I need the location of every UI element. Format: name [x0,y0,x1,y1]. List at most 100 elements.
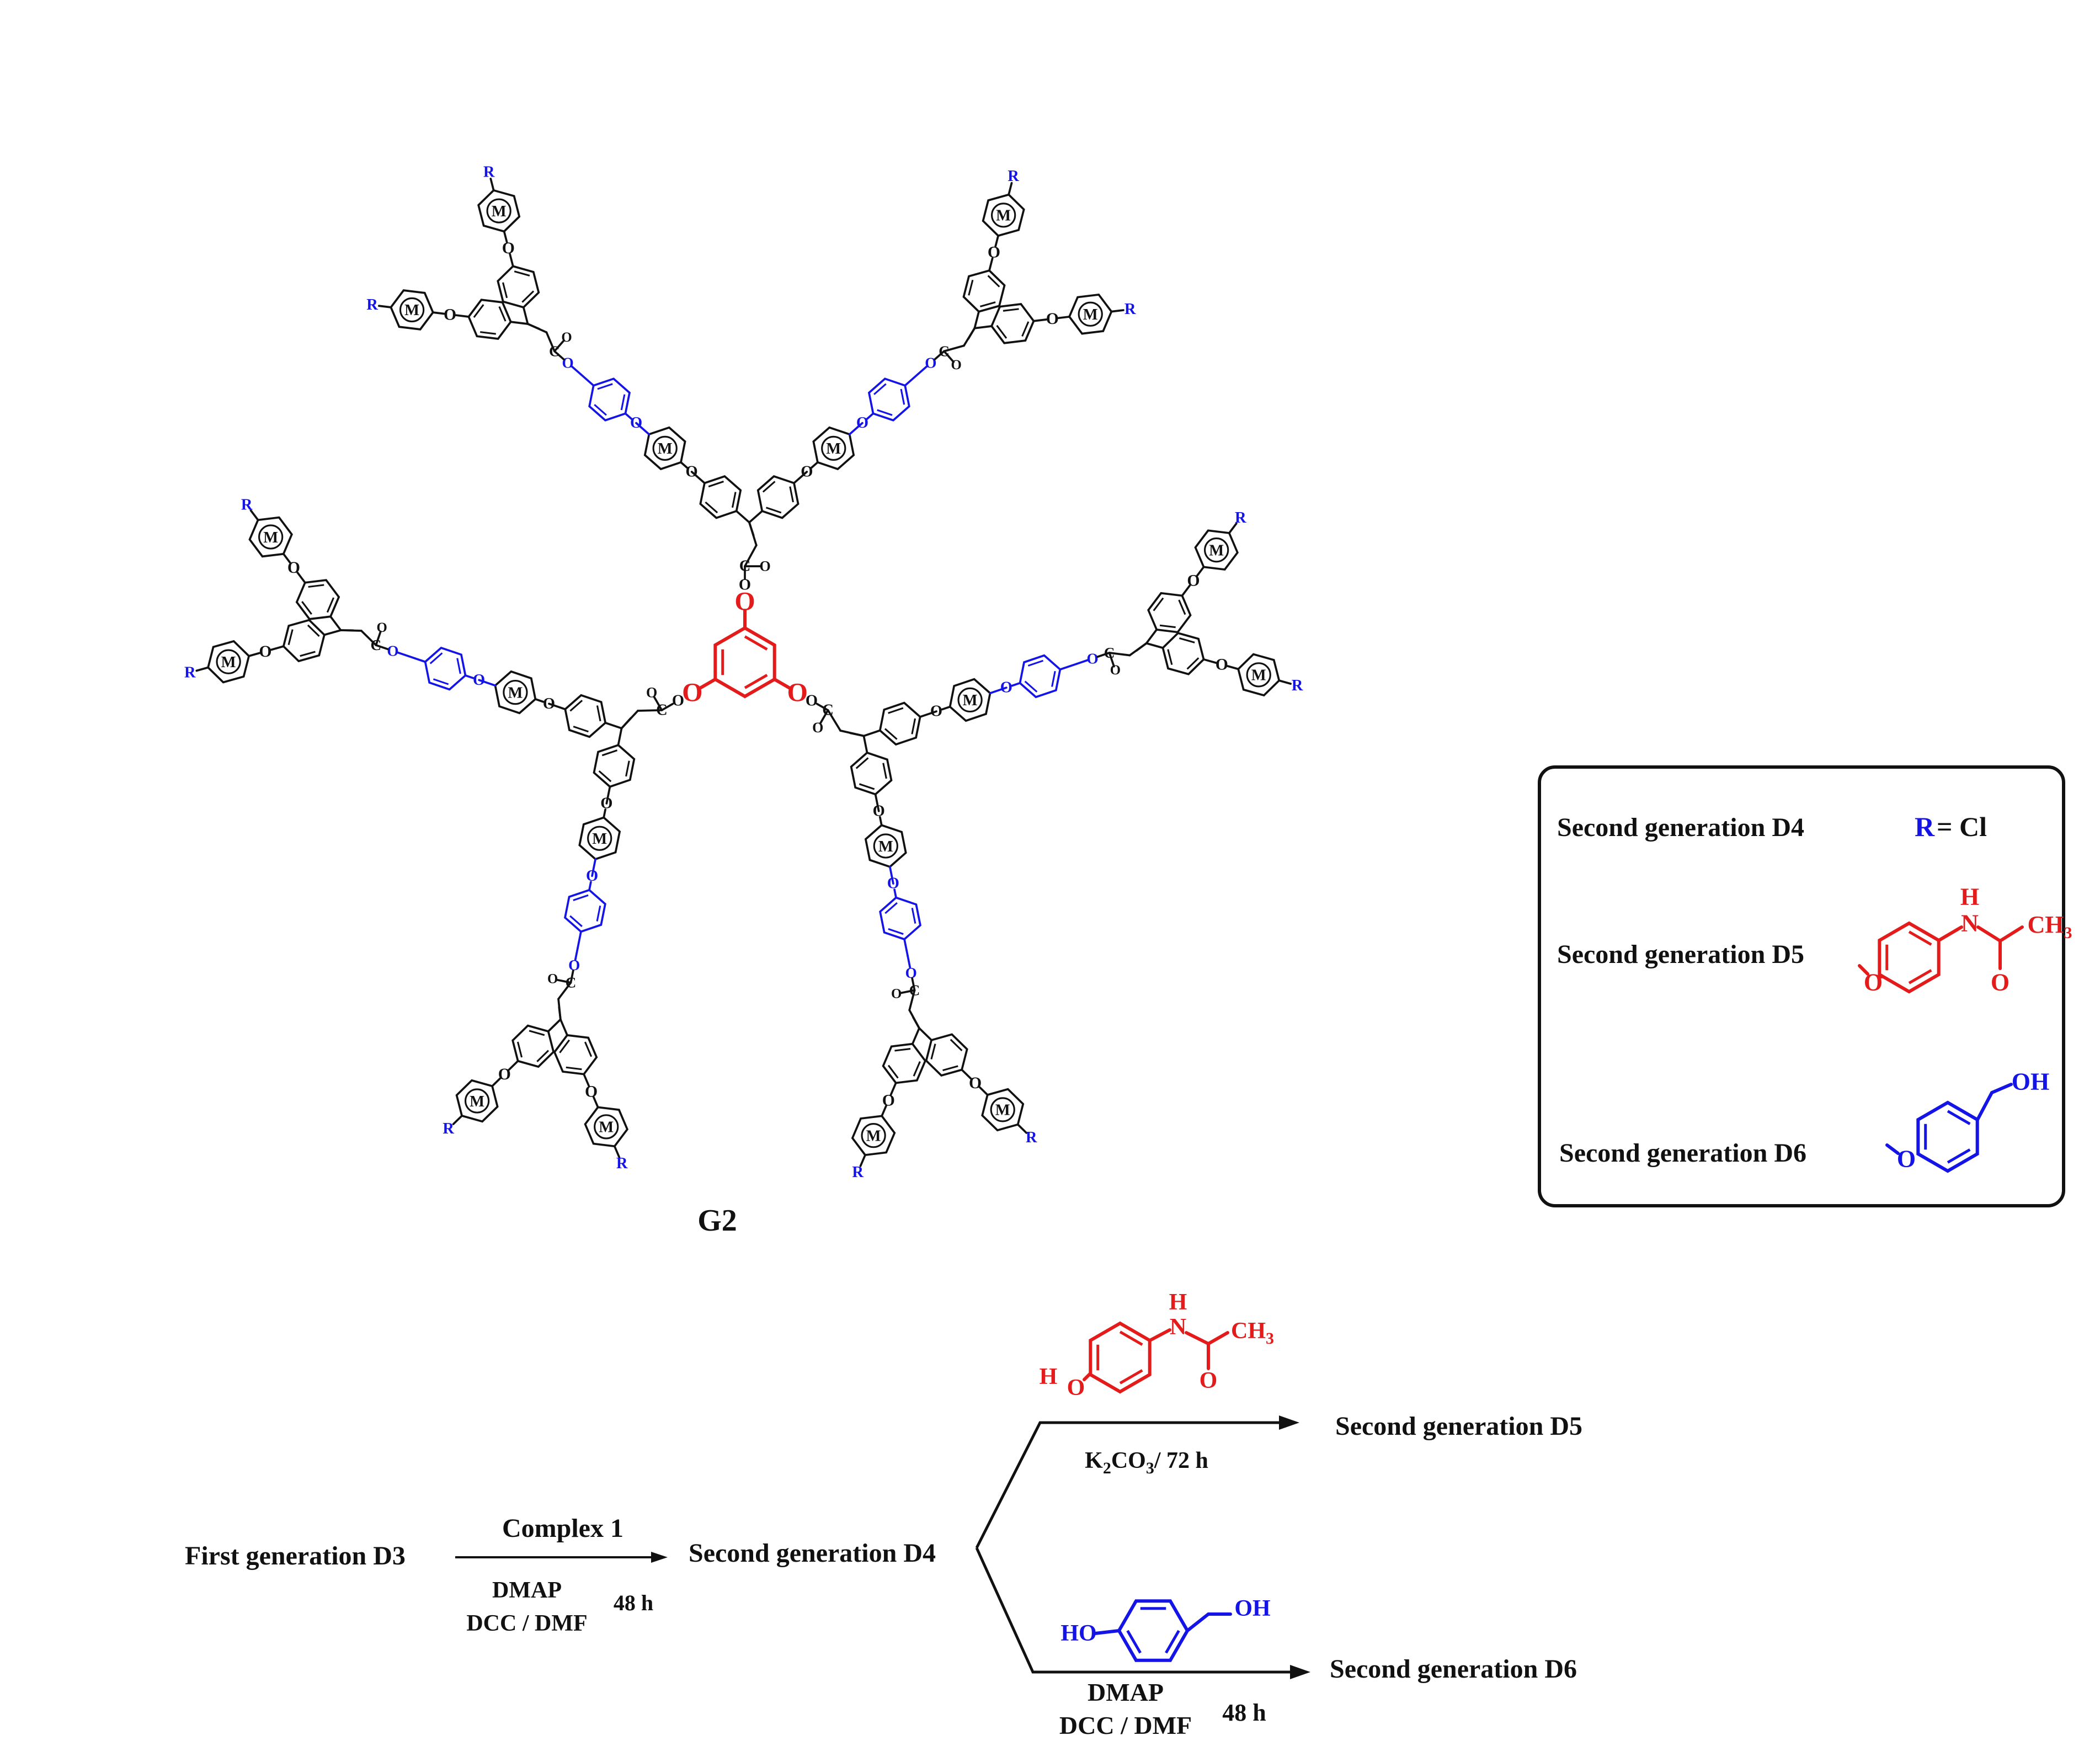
aromatic-bond [1027,659,1044,667]
bond-line [1148,1328,1171,1342]
r-substituent: R [1008,168,1019,185]
aromatic-bond [1119,1369,1143,1385]
bond-line [577,930,582,950]
aromatic-bond [1947,1148,1971,1164]
bond-line [744,544,758,568]
bond-line [408,655,427,663]
r-substituent: R [1292,677,1303,694]
legend-r-value: = Cl [1937,811,1987,842]
metal-label: M [592,831,607,848]
upper-branch-arrow [975,1421,1280,1549]
reagent-carbonyl-oxygen: O [1200,1368,1218,1393]
dendrimer-arm: OCOOMOOCOOMROMROMOOCOOMROMR [806,509,1303,1181]
bond-line [1110,309,1124,313]
phenyl-ring [867,377,910,422]
reagent-hydrogen: H [1040,1364,1058,1390]
bond-line [1185,1331,1210,1345]
metal-complex-ring [948,678,992,722]
aromatic-bond [625,760,630,777]
phenyl-ring [878,701,921,746]
bond-line [893,888,897,899]
bond-line [249,509,259,521]
lower-arrowhead [1290,1665,1310,1679]
aromatic-bond [326,597,335,613]
bond-line [397,651,411,658]
aromatic-bond [979,301,996,307]
bond-line [889,1082,897,1096]
aromatic-bond [968,279,974,296]
aromatic-bond [596,905,601,922]
bond-line [1990,1083,2013,1094]
aromatic-bond [1947,1110,1971,1125]
phenyl-ring [564,888,606,933]
ether-oxygen: O [498,1065,511,1083]
bond-line [489,177,495,191]
aromatic-bond [1119,1330,1143,1346]
ester-oxygen: O [672,692,684,709]
legend-box: Second generation D4 R = Cl Second gener… [1538,765,2072,1207]
bond-line [903,938,909,957]
ether-oxygen: O [801,463,813,480]
r-substituent: R [241,497,253,514]
bond-line [1998,925,2024,943]
aromatic-bond [569,700,583,712]
aromatic-bond [456,658,461,674]
metal-complex-ring [477,189,521,233]
reagent-nh-hydrogen: H [1169,1290,1187,1315]
bond-line [547,1018,562,1032]
bond-line [1278,679,1292,685]
r-substituent: R [852,1164,864,1181]
bond-line [690,471,706,485]
metal-label: M [1209,542,1224,559]
phenyl-ring [756,475,800,519]
bond-line [1108,652,1131,657]
carbonyl-oxygen: O [646,685,657,701]
metal-complex-ring [1194,529,1239,571]
phenyl-ring [1019,654,1062,699]
bond-line [1976,925,2002,943]
metal-circle [399,297,425,323]
bond-line [452,1115,463,1125]
carbonyl-oxygen: O [561,330,572,345]
ether-oxygen: O [259,642,271,661]
linker-oxygen: O [887,875,899,892]
dendrimer-arm: OCOOMOOCOOMROMROMOOCOOMROMR [184,497,684,1173]
bond-line [557,981,572,1000]
metal-circle [1204,537,1229,563]
bond-line [569,969,574,984]
core-oxygen: O [682,678,702,707]
aromatic-bond [573,894,589,901]
phenyl-ring [850,751,893,796]
aromatic-bond [887,1064,899,1079]
aromatic-bond [480,331,497,335]
bond-line [1145,629,1158,645]
r-substituent: R [483,163,495,180]
linker-ester-oxygen: O [387,642,398,659]
bond-line [548,702,567,711]
bond-line [1108,652,1115,668]
aromatic-bond [594,404,607,416]
bond-line [508,1060,519,1071]
metal-circle [1246,662,1271,688]
aromatic-bond [762,481,776,493]
metal-circle [486,198,511,223]
bond-line [248,652,261,657]
metal-circle [652,435,678,461]
bond-line [296,571,306,584]
aromatic-bond [573,726,589,733]
phenyl-ring [424,646,467,691]
aromatic-bond [559,1039,571,1053]
aromatic-bond [566,1066,582,1071]
bond-line [1858,964,1869,976]
bond-line [888,865,894,885]
dendrimer-structure: OOOOCOOMOOCOOMROMROMOOCOOMROMROCOOMOOCOO… [184,163,1303,1181]
aromatic-bond [705,501,718,514]
bond-line [464,674,475,679]
bond-line [735,510,750,524]
carbonyl-oxygen: O [951,358,962,372]
bond-line [748,521,755,537]
aromatic-bond [536,1050,550,1062]
metal-label: M [470,1093,484,1110]
metal-complex-ring [584,1106,629,1148]
